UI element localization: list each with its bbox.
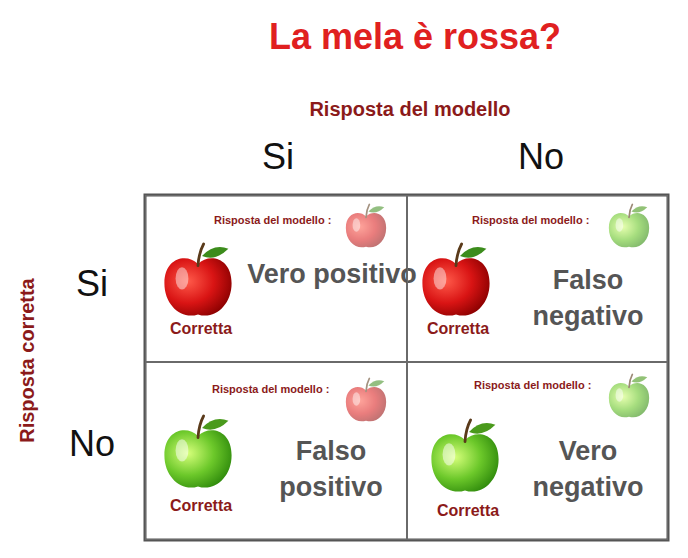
- red-apple: [164, 244, 231, 316]
- red-apple-faded: [346, 204, 386, 247]
- column-header: No: [518, 136, 564, 178]
- green-apple: [431, 420, 498, 492]
- red-apple: [422, 244, 489, 316]
- outcome-label: Vero positivo: [247, 256, 417, 292]
- matrix-cell: Risposta del modello :Vero negativoCorre…: [407, 362, 668, 540]
- correct-label: Corretta: [146, 319, 256, 338]
- matrix-cell: Risposta del modello :Falso positivoCorr…: [145, 362, 407, 540]
- outcome-label: Falso negativo: [503, 262, 673, 335]
- correct-label: Corretta: [413, 501, 523, 520]
- model-answer-label: Risposta del modello :: [214, 214, 331, 227]
- model-answer-label: Risposta del modello :: [474, 379, 591, 392]
- model-answer-label: Risposta del modello :: [472, 214, 589, 227]
- matrix-cell: Risposta del modello :Vero positivoCorre…: [145, 195, 407, 362]
- correct-label: Corretta: [146, 496, 256, 515]
- column-header: Si: [262, 136, 294, 178]
- model-answer-label: Risposta del modello :: [212, 383, 329, 396]
- green-apple-faded: [609, 204, 649, 247]
- title: La mela è rossa?: [215, 16, 615, 58]
- axis-title: Risposta del modello: [309, 98, 510, 121]
- outcome-label: Vero negativo: [503, 433, 673, 506]
- red-apple-faded: [346, 378, 386, 421]
- axis-title: Risposta corretta: [16, 278, 39, 443]
- correct-label: Corretta: [403, 319, 513, 338]
- green-apple: [164, 416, 231, 488]
- row-header: No: [69, 423, 115, 465]
- row-header: Si: [76, 263, 108, 305]
- green-apple-faded: [609, 374, 649, 417]
- matrix-cell: Risposta del modello :Falso negativoCorr…: [407, 195, 668, 362]
- outcome-label: Falso positivo: [246, 433, 416, 506]
